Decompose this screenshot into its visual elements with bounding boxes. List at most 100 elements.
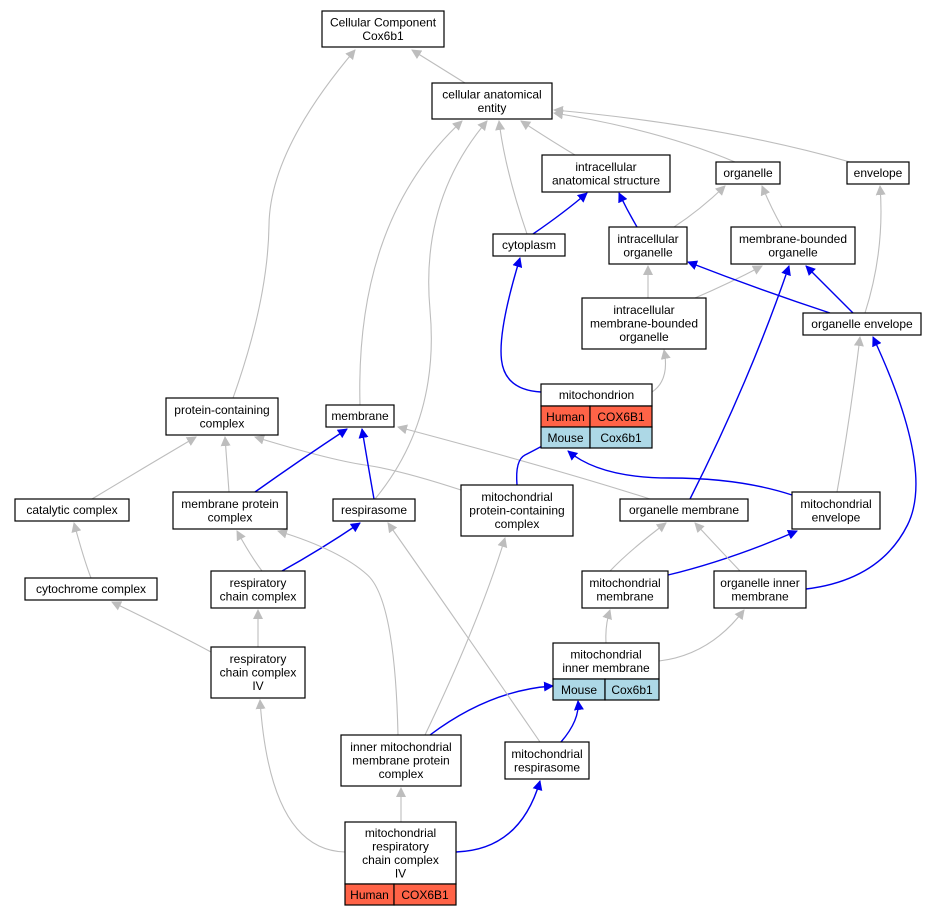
annotation-species: Human	[350, 888, 389, 902]
annotation-species: Mouse	[547, 431, 583, 445]
node-box	[165, 397, 279, 436]
node-label-line: mitochondrial	[570, 647, 641, 661]
node-box	[713, 570, 807, 609]
edge-mitochondrial-inner-membrane-to-organelle-inner-membrane	[658, 609, 745, 662]
annotation-species: Mouse	[561, 683, 597, 697]
node-box	[715, 161, 781, 185]
node-catalytic-complex[interactable]: catalytic complex	[14, 498, 130, 522]
node-cytochrome-complex[interactable]: cytochrome complex	[24, 577, 158, 601]
node-label-line: organelle	[768, 245, 818, 259]
node-label-line: cytoplasm	[502, 238, 556, 252]
node-label-line: membrane-bounded	[590, 317, 698, 331]
node-label-line: Cellular Component	[330, 15, 437, 29]
node-membrane[interactable]: membrane	[325, 404, 395, 428]
node-label-line: complex	[200, 416, 245, 430]
node-box	[504, 741, 590, 780]
node-label-line: envelope	[854, 166, 903, 180]
node-label-line: organelle	[723, 166, 773, 180]
node-box	[325, 404, 395, 428]
node-box	[210, 646, 306, 699]
node-label-line: chain complex	[220, 666, 297, 680]
node-box	[172, 491, 288, 530]
node-label-line: inner membrane	[562, 661, 650, 675]
node-label-line: envelope	[812, 510, 861, 524]
edge-mitochondrial-respirasome-to-respirasome	[387, 522, 541, 743]
node-box	[846, 161, 910, 185]
node-organelle-envelope[interactable]: organelle envelope	[802, 312, 922, 336]
edge-organelle-membrane-to-membrane	[397, 424, 651, 500]
edge-mitochondrial-respiratory-chain-complex-iv-to-mitochondrial-respirasome	[455, 780, 543, 853]
node-label-line: respirasome	[514, 760, 580, 774]
node-respirasome[interactable]: respirasome	[332, 498, 416, 522]
edge-intracellular-organelle-to-organelle	[673, 185, 726, 228]
node-label-line: organelle membrane	[629, 503, 739, 517]
edge-layer	[71, 49, 917, 853]
edge-protein-containing-complex-to-root	[232, 49, 356, 399]
node-label-line: membrane	[331, 409, 389, 423]
edge-respirasome-to-membrane	[358, 428, 375, 500]
node-organelle-membrane[interactable]: organelle membrane	[619, 498, 749, 522]
node-label-line: respiratory	[230, 652, 287, 666]
annotation-gene-cell	[589, 426, 653, 449]
annotation-species: Human	[546, 410, 585, 424]
node-cytoplasm[interactable]: cytoplasm	[492, 233, 566, 257]
edge-mitochondrial-membrane-to-organelle-membrane	[609, 522, 667, 572]
edge-mitochondrion-to-intracellular-membrane-bounded-organelle	[651, 349, 671, 393]
node-label-line: protein-containing	[469, 504, 564, 518]
node-label-line: Cox6b1	[362, 29, 404, 43]
edge-intracellular-organelle-to-intracellular-anatomical-structure	[618, 192, 638, 228]
node-label-line: cytochrome complex	[36, 582, 146, 596]
node-label-line: inner mitochondrial	[350, 740, 451, 754]
edge-mitochondrial-respiratory-chain-complex-iv-to-respiratory-chain-complex-iv	[255, 699, 346, 853]
node-label-line: mitochondrial	[365, 826, 436, 840]
edge-membrane-bounded-organelle-to-organelle	[760, 185, 783, 228]
node-label-line: chain complex	[220, 589, 297, 603]
edge-mitochondrial-envelope-to-mitochondrion	[567, 450, 793, 496]
node-label-line: cellular anatomical	[442, 87, 541, 101]
node-box	[730, 226, 856, 265]
edge-cytoplasm-to-cellular-anatomical-entity	[495, 120, 528, 235]
edge-inner-mitochondrial-membrane-protein-complex-to-mitochondrial-protein-containing-complex	[424, 537, 508, 736]
node-label-line: mitochondrial	[800, 497, 871, 511]
edge-envelope-to-cellular-anatomical-entity	[553, 105, 851, 163]
edge-organelle-membrane-to-membrane-bounded-organelle	[689, 265, 791, 500]
node-envelope[interactable]: envelope	[846, 161, 910, 185]
node-organelle[interactable]: organelle	[715, 161, 781, 185]
edge-intracellular-anatomical-structure-to-cellular-anatomical-entity	[520, 120, 576, 156]
annotation-gene: COX6B1	[401, 888, 449, 902]
annotation-gene: Cox6b1	[611, 683, 653, 697]
node-label-line: organelle envelope	[811, 317, 913, 331]
node-box	[581, 570, 669, 609]
node-box	[541, 154, 671, 193]
node-label-line: respiratory	[230, 576, 287, 590]
node-box	[210, 570, 306, 609]
node-box	[791, 491, 881, 530]
node-label-line: organelle inner	[720, 576, 799, 590]
node-box	[581, 297, 707, 350]
annotation-gene: COX6B1	[597, 410, 645, 424]
edge-respiratory-chain-complex-to-membrane-protein-complex	[236, 530, 263, 572]
edge-respiratory-chain-complex-iv-to-cytochrome-complex	[111, 601, 212, 653]
node-label-line: membrane-bounded	[739, 232, 847, 246]
